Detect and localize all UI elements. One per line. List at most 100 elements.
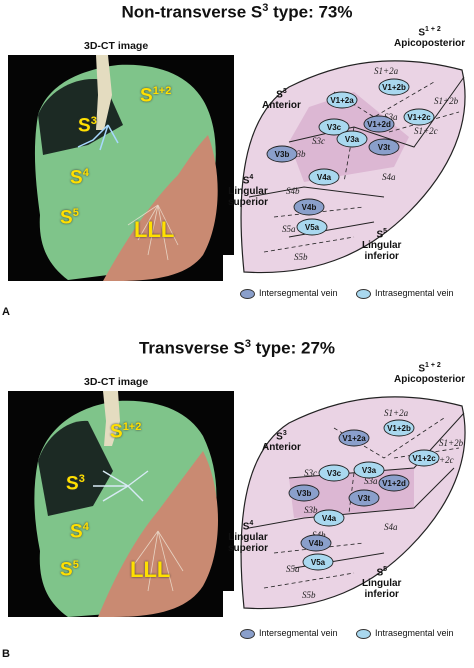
legend-inter-swatch (240, 289, 255, 299)
vein-label: V3a (362, 466, 377, 475)
legend: Intersegmental vein Intrasegmental vein (240, 288, 474, 302)
subseg-label: S1+2b (434, 96, 459, 106)
vein-label: V1+2d (382, 479, 406, 488)
vein-intra (378, 78, 410, 96)
segment-diagram-a: S1+2a S1+2b S1+2c S3c S3a S3b S4a S4b S5… (228, 22, 474, 287)
vein-label: V1+2c (412, 454, 436, 463)
ct-label-lll: LLL (130, 557, 171, 582)
vein-intra (336, 130, 368, 148)
legend-inter-swatch (240, 629, 255, 639)
vein-intra (383, 419, 415, 437)
legend-inter-label: Intersegmental vein (259, 288, 338, 298)
legend-intra-swatch (356, 289, 371, 299)
vein-label: V3b (275, 150, 290, 159)
panel-title: Transverse S3 type: 27% (138, 338, 336, 358)
subseg-label: S3a (384, 112, 398, 122)
vein-intra (318, 118, 350, 136)
subseg-label: S5a (282, 224, 296, 234)
vein-intra (318, 464, 350, 482)
vein-inter (363, 115, 395, 133)
ct-label-s5: S5 (60, 207, 79, 229)
subseg-label: S4a (384, 522, 398, 532)
subseg-label: S1+2c (430, 455, 454, 465)
vein-label: V5a (305, 223, 320, 232)
vein-intra (326, 91, 358, 109)
ct-label-lll: LLL (134, 217, 175, 242)
ct-label-s3: S3 (66, 473, 85, 495)
panel-letter: B (2, 648, 10, 660)
vein-label: V3t (378, 143, 391, 152)
ct-label-s4: S4 (70, 521, 89, 543)
panel-letter: A (2, 306, 10, 318)
legend-intra-label: Intrasegmental vein (375, 288, 454, 298)
ct-label-s4: S4 (70, 167, 89, 189)
vein-label: V1+2d (367, 120, 391, 129)
vein-inter (348, 489, 380, 507)
ct-label-s12: S1+2 (140, 85, 172, 107)
subseg-label: S1+2c (414, 126, 438, 136)
panel-b: Transverse S3 type: 27% 3D-CT image S1+2… (0, 336, 474, 668)
subseg-label: S1+2b (439, 438, 464, 448)
subseg-label: S3c (312, 136, 325, 146)
vein-label: V1+2a (330, 96, 354, 105)
vein-label: V1+2c (407, 113, 431, 122)
subseg-label: S3b (292, 149, 306, 159)
vein-intra (296, 218, 328, 236)
ct-label-s3: S3 (78, 115, 97, 137)
vein-label: V1+2a (342, 434, 366, 443)
subseg-label: S5b (294, 252, 308, 262)
vein-intra (353, 461, 385, 479)
ct-image-label: 3D-CT image (84, 40, 149, 52)
ct-label-s12: S1+2 (110, 421, 142, 443)
vein-label: V3a (345, 135, 360, 144)
vein-intra (408, 449, 440, 467)
subseg-label: S4a (382, 172, 396, 182)
legend-inter-label: Intersegmental vein (259, 628, 338, 638)
vein-inter (378, 474, 410, 492)
vein-inter (338, 429, 370, 447)
subseg-label: S3a (364, 476, 378, 486)
subseg-label: S1+2a (374, 66, 399, 76)
vein-label: V4b (309, 539, 324, 548)
ct-image: S1+2 S3 S4 S5 LLL (8, 55, 234, 281)
vein-label: V4b (302, 203, 317, 212)
vein-intra (313, 509, 345, 527)
legend-intra-label: Intrasegmental vein (375, 628, 454, 638)
ct-label-s5: S5 (60, 559, 79, 581)
vein-label: V1+2b (387, 424, 411, 433)
subseg-label: S4b (286, 186, 300, 196)
vein-intra (403, 108, 435, 126)
vein-inter (368, 138, 400, 156)
legend-intra-swatch (356, 629, 371, 639)
subseg-label: S5b (302, 590, 316, 600)
vein-intra (302, 553, 334, 571)
vein-inter (293, 198, 325, 216)
vein-label: V3c (327, 123, 342, 132)
vein-label: V3t (358, 494, 371, 503)
vein-label: V3c (327, 469, 342, 478)
subseg-label: S3c (304, 468, 317, 478)
panel-a: Non-transverse S3 type: 73% 3D-CT image (2, 2, 474, 318)
vein-inter (288, 484, 320, 502)
vein-inter (266, 145, 298, 163)
vein-label: V3b (297, 489, 312, 498)
vein-label: V5a (311, 558, 326, 567)
legend: Intersegmental vein Intrasegmental vein (240, 628, 474, 642)
subseg-label: S5a (286, 564, 300, 574)
panel-title: Non-transverse S3 type: 73% (121, 2, 353, 22)
ct-image: S1+2 S3 S4 S5 LLL (8, 391, 234, 617)
vein-label: V1+2b (382, 83, 406, 92)
subseg-label: S1+2a (384, 408, 409, 418)
ct-image-label: 3D-CT image (84, 376, 149, 388)
subseg-label: S3b (304, 505, 318, 515)
vein-label: V4a (317, 173, 332, 182)
vein-inter (300, 534, 332, 552)
vein-label: V4a (322, 514, 337, 523)
